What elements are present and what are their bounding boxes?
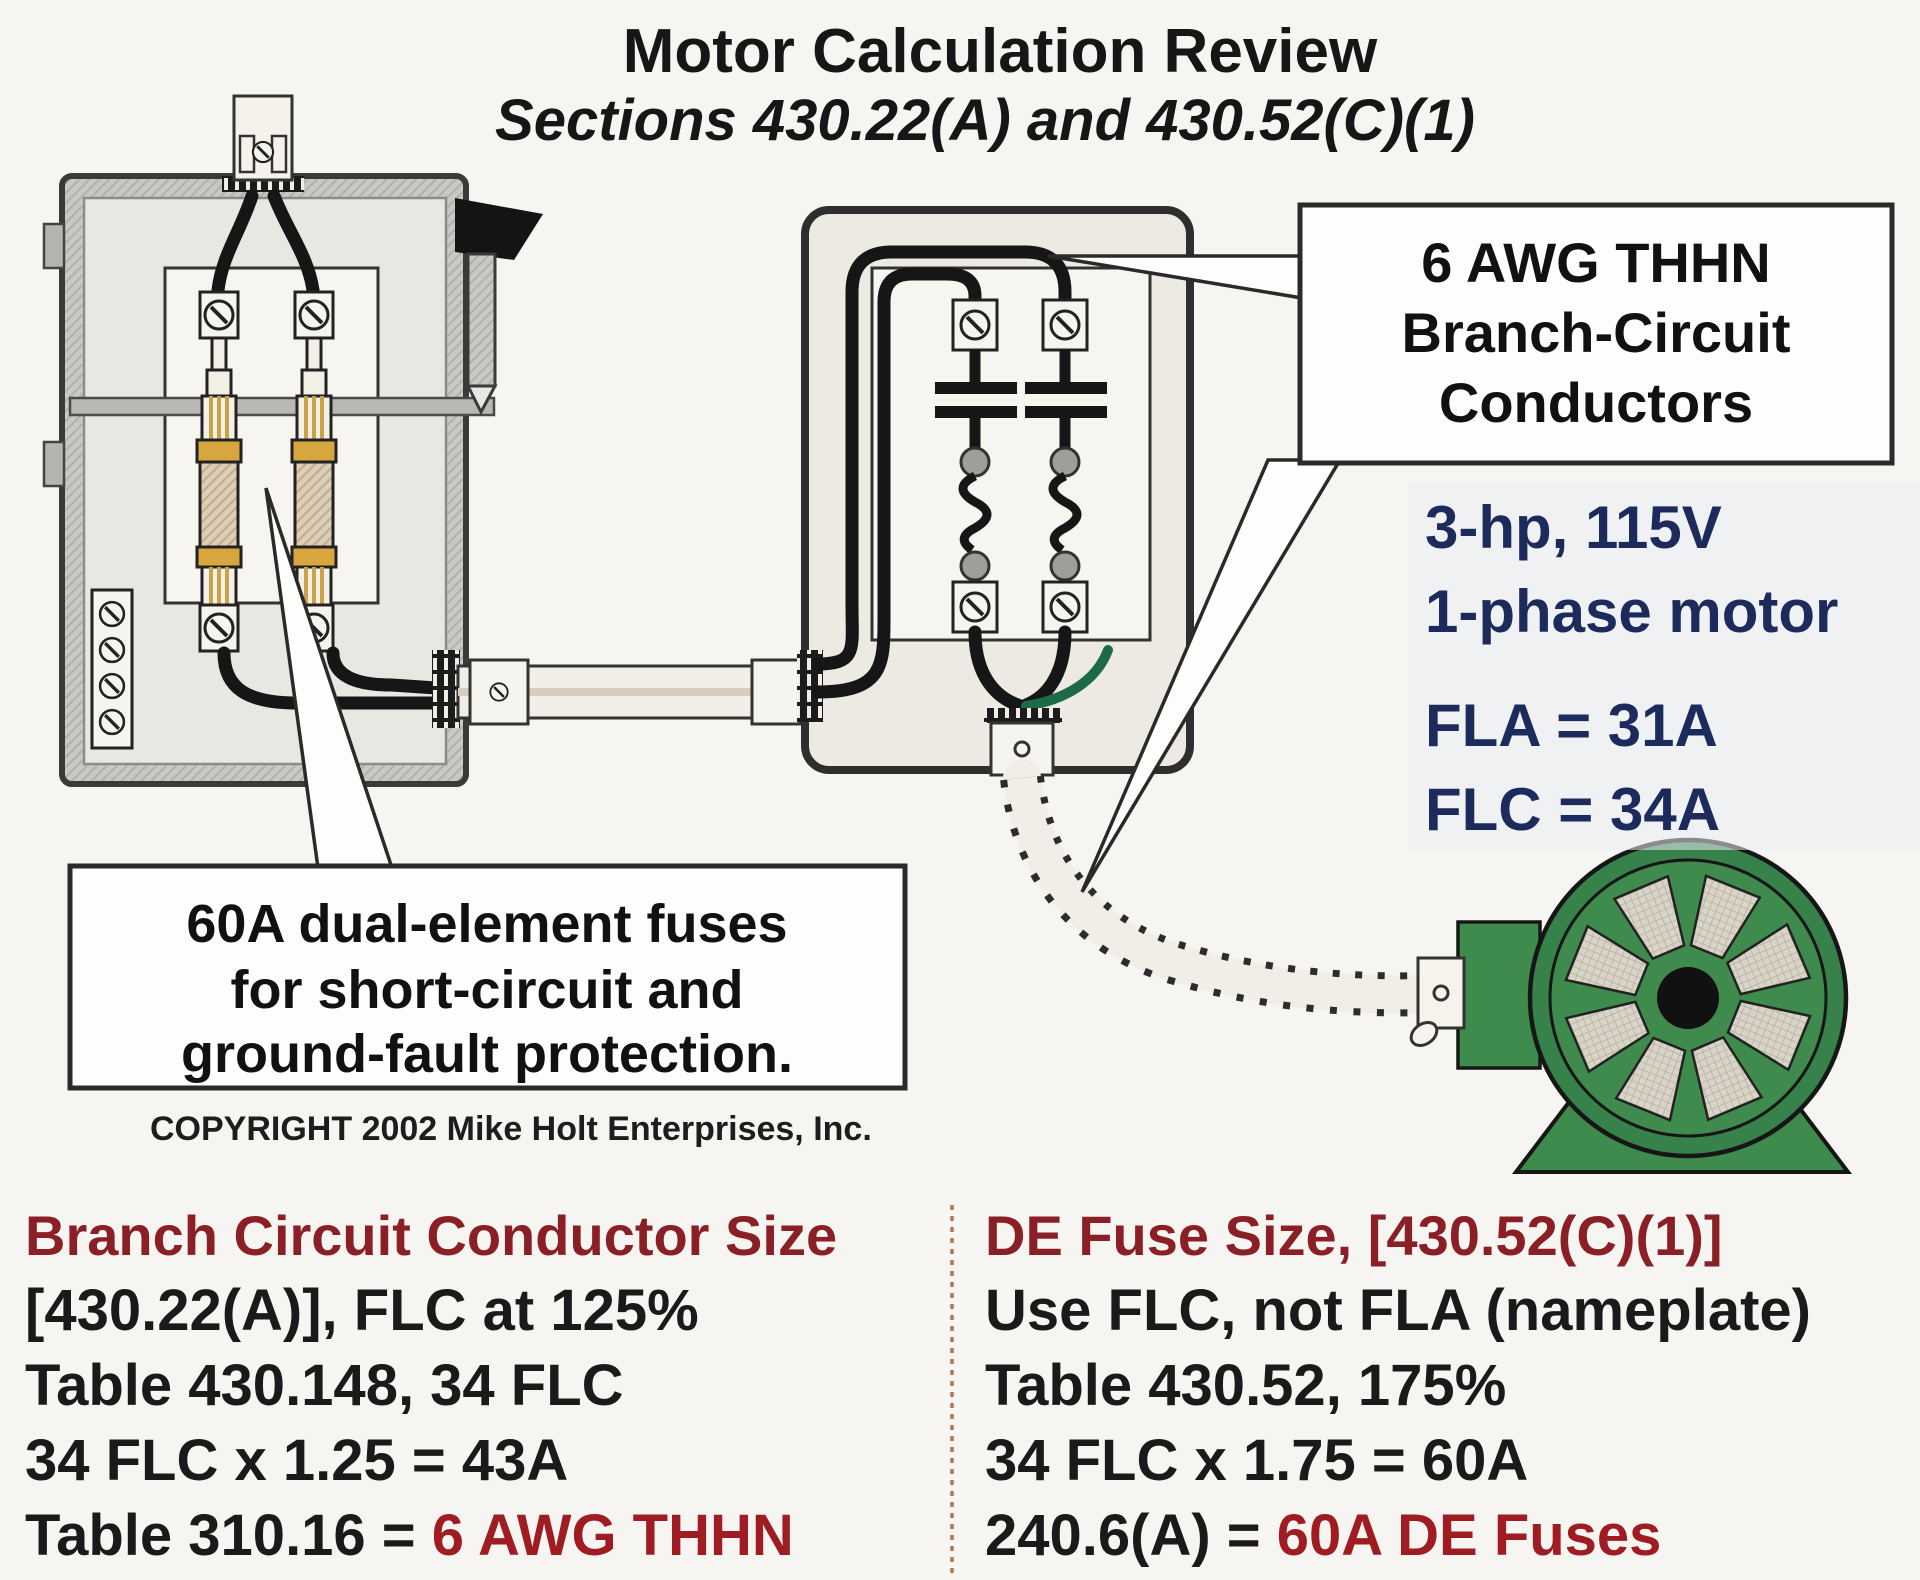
copyright-text: COPYRIGHT 2002 Mike Holt Enterprises, In… bbox=[150, 1110, 872, 1148]
conduit-connector-screw bbox=[489, 682, 509, 702]
supply-wire-right bbox=[267, 189, 320, 297]
motor-conduit-connector bbox=[1416, 956, 1466, 1030]
callout-conductors-box bbox=[1297, 202, 1895, 466]
fuse-stripes-bottom bbox=[200, 565, 238, 607]
fuse-stem bbox=[210, 336, 228, 372]
left-column-heading: Branch Circuit Conductor Size bbox=[25, 1204, 837, 1267]
left-column-line2: Table 430.148, 34 FLC bbox=[25, 1353, 624, 1418]
left-column-result-line: Table 310.16 = 6 AWG THHN bbox=[25, 1503, 794, 1568]
neutral-terminal-strip bbox=[90, 588, 134, 750]
callout-fuses-line3: ground-fault protection. bbox=[181, 1024, 793, 1084]
service-head-body bbox=[232, 94, 294, 182]
right-column-result-line: 240.6(A) = 60A DE Fuses bbox=[985, 1503, 1661, 1568]
callout-fuses-line2: for short-circuit and bbox=[230, 960, 743, 1020]
motor-spec-line3: FLA = 31A bbox=[1425, 692, 1718, 759]
disconnect-box bbox=[42, 94, 543, 787]
right-column-line1: Use FLC, not FLA (nameplate) bbox=[985, 1278, 1811, 1343]
fuse-stripes-top bbox=[200, 394, 238, 442]
fuse-body bbox=[198, 460, 240, 549]
motor-fan-blades bbox=[1564, 874, 1812, 1122]
left-result-prefix: Table 310.16 = bbox=[25, 1503, 432, 1568]
callout-fuses-line1: 60A dual-element fuses bbox=[186, 894, 787, 954]
handle-bar bbox=[466, 252, 497, 388]
fuse-left bbox=[195, 290, 243, 653]
fuse-band-bottom bbox=[195, 545, 243, 569]
circuit-wire-inner bbox=[811, 267, 982, 699]
left-result-value: 6 AWG THHN bbox=[432, 1503, 794, 1568]
left-column-line1: [430.22(A)], FLC at 125% bbox=[25, 1278, 699, 1343]
v-wire-left bbox=[968, 625, 1025, 712]
callout-conductors: 6 AWG THHN Branch-Circuit Conductors bbox=[1047, 202, 1895, 893]
exit-bushing bbox=[432, 650, 460, 728]
bottom-connector-hole bbox=[1013, 740, 1031, 758]
hinge-bottom bbox=[42, 440, 66, 488]
overload-dot bbox=[959, 550, 991, 582]
right-result-prefix: 240.6(A) = bbox=[985, 1503, 1277, 1568]
fuse-band-top bbox=[195, 438, 243, 464]
motor-specs: 3-hp, 115V 1-phase motor FLA = 31A FLC =… bbox=[1408, 482, 1920, 850]
motor-specs-tint bbox=[1408, 482, 1920, 850]
page-subtitle: Sections 430.22(A) and 430.52(C)(1) bbox=[495, 88, 1475, 153]
load-wire-left bbox=[217, 646, 443, 710]
overload-element bbox=[958, 471, 992, 554]
controller-box bbox=[797, 206, 1194, 777]
calc-column-right: DE Fuse Size, [430.52(C)(1)] Use FLC, no… bbox=[985, 1204, 1811, 1568]
conduit-connector-right bbox=[750, 658, 802, 726]
disconnect-handle bbox=[455, 198, 543, 260]
motor bbox=[1409, 837, 1853, 1174]
connector-end bbox=[1409, 1021, 1439, 1047]
service-head bbox=[222, 94, 304, 192]
service-head-screw bbox=[251, 140, 275, 164]
callout-conductors-line1: 6 AWG THHN bbox=[1421, 231, 1770, 294]
motor-spec-line4: FLC = 34A bbox=[1425, 776, 1720, 843]
callout-fuses-box bbox=[67, 863, 908, 1091]
mechanism-bar bbox=[68, 396, 496, 417]
supply-wire-left bbox=[211, 189, 259, 297]
right-column-line3: 34 FLC x 1.75 = 60A bbox=[985, 1428, 1528, 1493]
callout-fuses: 60A dual-element fuses for short-circuit… bbox=[67, 487, 908, 1091]
left-column-line3: 34 FLC x 1.25 = 43A bbox=[25, 1428, 568, 1493]
callout-conductors-line3: Conductors bbox=[1439, 371, 1753, 434]
callout-conductors-line2: Branch-Circuit bbox=[1402, 301, 1791, 364]
circuit-wire-outer bbox=[811, 245, 1072, 671]
raceway bbox=[456, 658, 805, 726]
bottom-collar bbox=[984, 708, 1062, 723]
right-result-value: 60A DE Fuses bbox=[1277, 1503, 1662, 1568]
overload-dot bbox=[959, 446, 991, 478]
flex-conduit bbox=[1000, 759, 1443, 1017]
load-wire-right bbox=[326, 646, 443, 695]
page-title: Motor Calculation Review bbox=[623, 17, 1378, 86]
motor-spec-line1: 3-hp, 115V bbox=[1425, 494, 1722, 561]
motor-spec-line2: 1-phase motor bbox=[1425, 578, 1838, 645]
hinge-top bbox=[42, 222, 66, 270]
ground-wire bbox=[1021, 645, 1113, 711]
contact-bar bbox=[935, 382, 1017, 394]
contactor-pole-right bbox=[1025, 298, 1107, 634]
motor-junction-box bbox=[1456, 920, 1542, 1070]
motor-hub bbox=[1657, 967, 1719, 1029]
connector-hole bbox=[1432, 984, 1450, 1002]
controller-panel bbox=[870, 266, 1152, 642]
right-column-line2: Table 430.52, 175% bbox=[985, 1353, 1506, 1418]
calc-column-left: Branch Circuit Conductor Size [430.22(A)… bbox=[25, 1204, 837, 1568]
right-column-heading: DE Fuse Size, [430.52(C)(1)] bbox=[985, 1204, 1723, 1267]
contact-bar bbox=[935, 406, 1017, 418]
fuse-link bbox=[205, 368, 233, 398]
handle-tip bbox=[465, 384, 498, 416]
